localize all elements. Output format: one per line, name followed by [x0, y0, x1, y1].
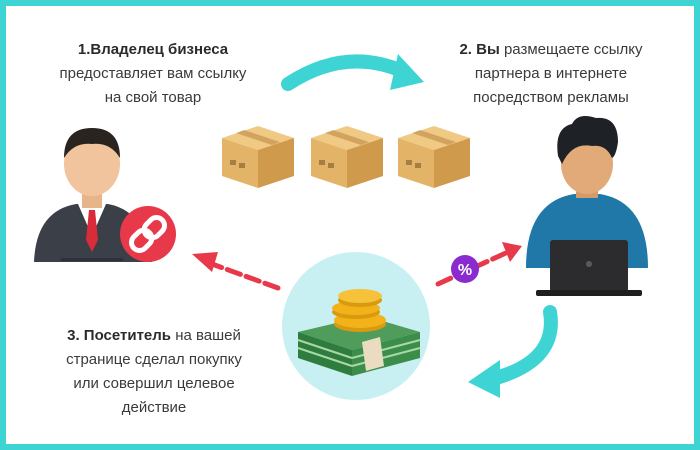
link-badge-icon: [120, 206, 176, 262]
step-3-line-3: действие: [121, 399, 187, 416]
box-2-icon: [311, 126, 383, 188]
diagram-art: %: [34, 54, 648, 400]
red-arrow-right: [435, 242, 522, 287]
box-1-icon: [222, 126, 294, 188]
coins-icon: [332, 289, 386, 332]
owner-icon: [34, 128, 152, 262]
step-2-line-1: партнера в интернете: [474, 65, 628, 82]
step-2-text: 2. Вы размещаете ссылку партнера в интер…: [426, 38, 676, 110]
step-3-line-2: или совершил целевое: [73, 375, 235, 392]
step-1-text: 1.Владелец бизнеса предоставляет вам ссы…: [28, 38, 278, 110]
step-3-text: 3. Посетитель на вашей странице сделал п…: [34, 324, 274, 420]
step-2-title-rest: размещаете ссылку: [499, 41, 643, 58]
percent-badge-icon: %: [451, 255, 479, 283]
step-1-line-1: предоставляет вам ссылку: [59, 65, 247, 82]
teal-arrow-top: [281, 54, 424, 91]
step-3-title: 3. Посетитель: [67, 327, 172, 344]
teal-arrow-bottom: [468, 305, 558, 398]
step-1-title: 1.Владелец бизнеса: [77, 41, 229, 58]
box-3-icon: [398, 126, 470, 188]
laptop-icon: [536, 240, 642, 296]
percent-symbol: %: [458, 262, 472, 279]
step-2-line-2: посредством рекламы: [473, 89, 629, 106]
step-3-title-rest: на вашей: [171, 327, 241, 344]
step-1-line-2: на свой товар: [104, 89, 202, 106]
money-circle: [282, 252, 430, 400]
step-3-line-1: странице сделал покупку: [66, 351, 242, 368]
red-arrow-left: [192, 252, 281, 291]
money-stack-icon: [297, 316, 421, 376]
step-2-title: 2. Вы: [459, 41, 500, 58]
